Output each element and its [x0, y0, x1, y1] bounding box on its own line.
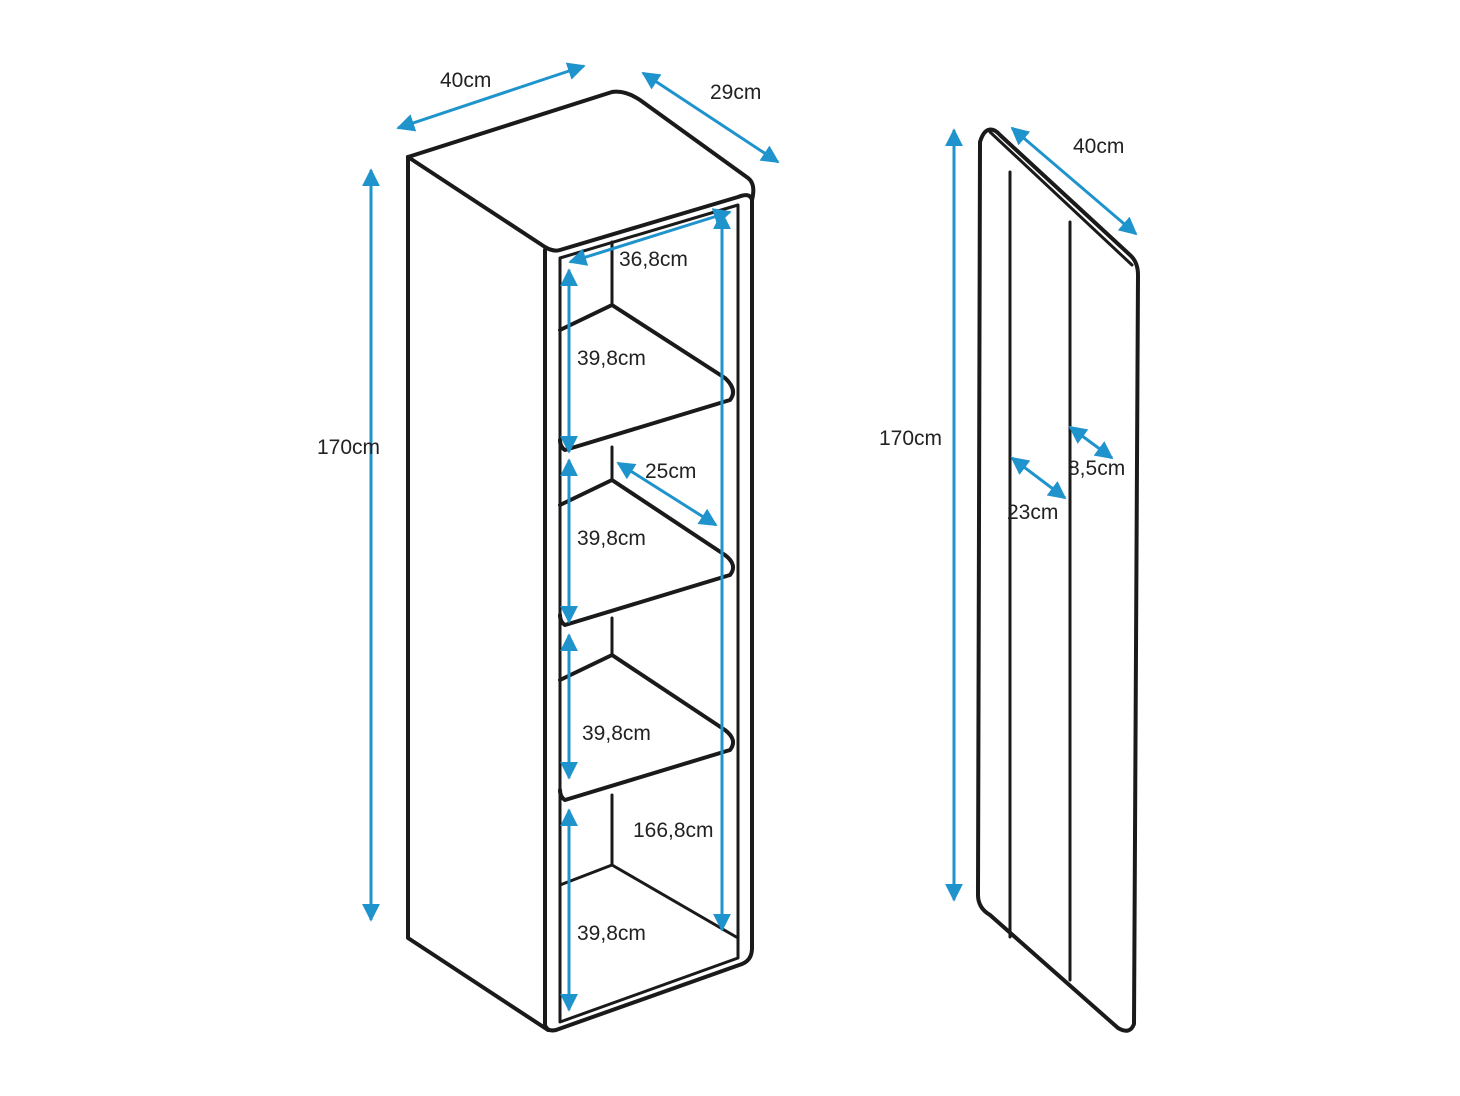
label-groove-inner: 8,5cm	[1068, 457, 1125, 480]
arrow-cabinet-depth	[641, 71, 780, 164]
label-panel-width: 40cm	[1073, 135, 1124, 158]
panel-drawing	[976, 127, 1140, 1033]
label-compartment-4: 39,8cm	[577, 922, 646, 945]
shelf-2	[558, 478, 736, 627]
label-groove-outer: 23cm	[1007, 501, 1058, 524]
dimension-labels: 40cm 29cm 170cm 36,8cm 39,8cm 25cm 39,8c…	[317, 69, 1125, 945]
cabinet-side-panel	[406, 155, 550, 1032]
label-panel-height: 170cm	[879, 427, 942, 450]
dimension-arrows	[362, 62, 1138, 1012]
arrow-panel-width	[1010, 126, 1138, 236]
cabinet-top-front-edge	[406, 155, 754, 253]
arrow-inner-width	[568, 208, 732, 266]
label-compartment-2: 39,8cm	[577, 527, 646, 550]
shelf-1	[558, 303, 736, 452]
cabinet-drawing	[406, 89, 756, 1033]
arrow-groove-inner	[1068, 425, 1114, 460]
arrow-shelf-depth	[616, 461, 718, 527]
label-compartment-1: 39,8cm	[577, 347, 646, 370]
label-inner-height: 166,8cm	[633, 819, 714, 842]
label-shelf-depth: 25cm	[645, 460, 696, 483]
panel-outline	[976, 127, 1140, 1033]
label-cabinet-height: 170cm	[317, 436, 380, 459]
cabinet-front-frame	[543, 198, 754, 1033]
label-cabinet-depth: 29cm	[710, 81, 761, 104]
arrow-groove-outer	[1010, 456, 1067, 500]
label-cabinet-width: 40cm	[440, 69, 491, 92]
arrow-cabinet-width	[396, 62, 586, 132]
label-compartment-3: 39,8cm	[582, 722, 651, 745]
cabinet-top-panel	[406, 89, 756, 202]
label-inner-width: 36,8cm	[619, 248, 688, 271]
